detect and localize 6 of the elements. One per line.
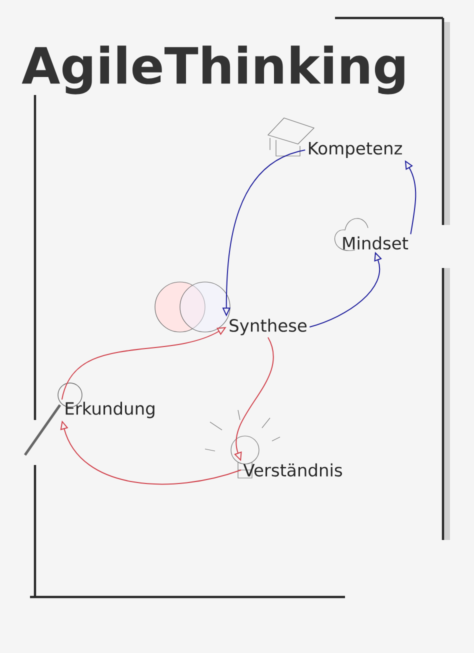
node-label: Verständnis <box>243 463 342 477</box>
node-label: Kompetenz <box>309 142 402 158</box>
title: AgileThinking <box>22 46 404 94</box>
node-label: Mindset <box>343 236 408 250</box>
node-label: Synthese <box>230 318 307 336</box>
node-label: Erkundung <box>66 402 154 418</box>
